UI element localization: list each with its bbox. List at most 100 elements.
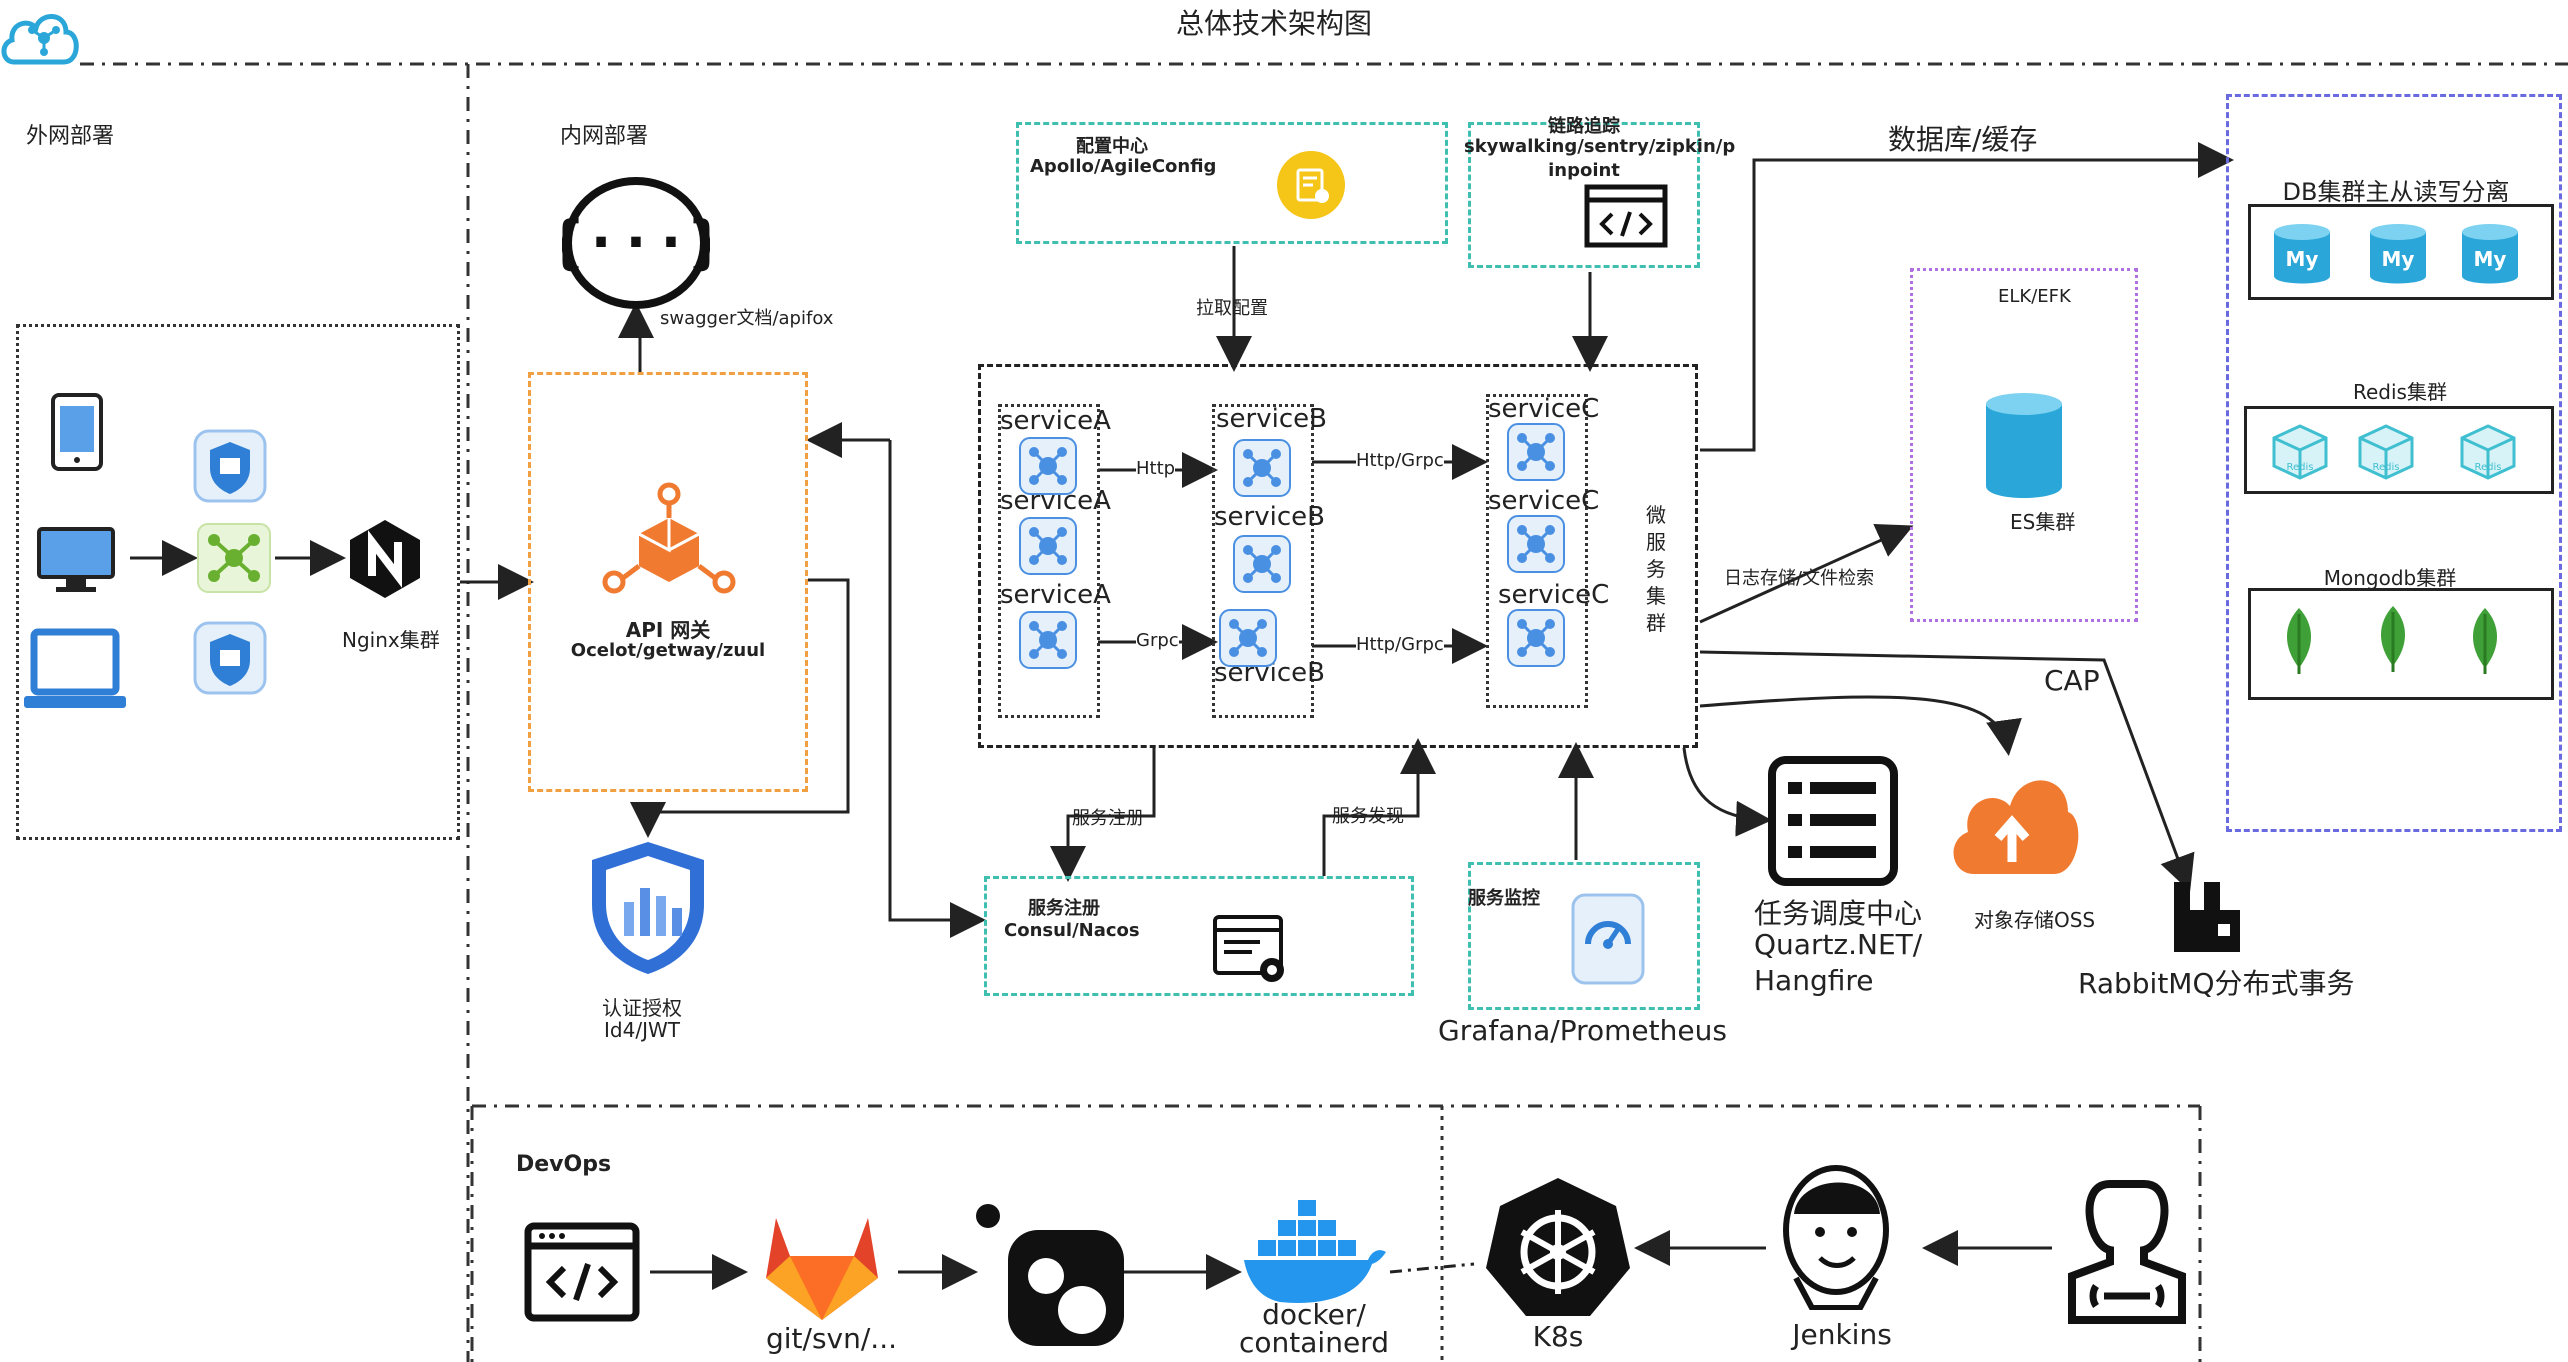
service-node-icon — [1507, 515, 1565, 573]
external-devices-frame — [16, 324, 460, 840]
rabbitmq-label: RabbitMQ分布式事务 — [2078, 967, 2355, 1000]
mongodb-leaf-icon — [2286, 608, 2312, 674]
config-pull-label: 拉取配置 — [1196, 298, 1268, 319]
microservice-cluster-label: 微服务集群 — [1646, 503, 1666, 635]
git-label: git/svn/... — [766, 1322, 898, 1355]
api-gateway-box[interactable] — [528, 372, 808, 792]
nginx-icon — [348, 518, 422, 604]
laptop-icon — [22, 628, 128, 716]
elk-box[interactable] — [1910, 268, 2138, 622]
link-bc-top-label: Http/Grpc — [1356, 450, 1444, 471]
service-node-icon — [1019, 437, 1077, 495]
api-gateway-icon — [602, 482, 736, 606]
microservice-cluster-box[interactable] — [978, 364, 1698, 748]
service-node-icon — [1233, 439, 1291, 497]
page-title: 总体技术架构图 — [1176, 7, 1373, 40]
tracing-subtitle2: inpoint — [1548, 160, 1620, 181]
tracing-title: 链路追踪 — [1548, 116, 1620, 137]
es-database-icon — [1984, 392, 2064, 502]
auth-subtitle: Id4/JWT — [604, 1018, 680, 1042]
developer-person-icon — [2062, 1172, 2192, 1328]
external-section-title: 外网部署 — [26, 124, 115, 149]
db-cluster-title: DB集群主从读写分离 — [2282, 178, 2510, 206]
service-node-icon — [1019, 517, 1077, 575]
mongodb-leaf-icon — [2380, 606, 2406, 672]
job-scheduler-line1: 任务调度中心 — [1754, 897, 1923, 930]
registry-box[interactable] — [984, 876, 1414, 996]
config-center-subtitle: Apollo/AgileConfig — [1030, 156, 1217, 177]
oss-cloud-upload-icon — [1944, 762, 2080, 886]
cloud-logo-icon — [0, 0, 82, 70]
mysql-badge-text: My — [2382, 247, 2415, 271]
es-cluster-label: ES集群 — [2010, 510, 2076, 534]
k8s-label: K8s — [1532, 1320, 1584, 1353]
devops-title: DevOps — [516, 1152, 612, 1177]
service-c-column — [1486, 394, 1588, 708]
service-a-label-3: serviceA — [1000, 580, 1111, 610]
monitor-title: 服务监控 — [1468, 888, 1540, 909]
link-bc-bottom-label: Http/Grpc — [1356, 634, 1444, 655]
monitor-caption: Grafana/Prometheus — [1438, 1014, 1727, 1047]
redis-badge-text: Redis — [2475, 462, 2502, 473]
mongo-cluster-title: Mongodb集群 — [2323, 566, 2457, 590]
code-window-icon — [1584, 184, 1668, 252]
docker-icon — [1240, 1198, 1390, 1312]
code-editor-icon — [524, 1222, 640, 1326]
service-node-icon — [1019, 611, 1077, 669]
registry-title: 服务注册 — [1028, 898, 1100, 919]
redis-icon: Redis — [2460, 424, 2516, 480]
mysql-icon: My — [2370, 224, 2426, 284]
svg-text:{···}: {···} — [562, 208, 710, 276]
gitlab-icon — [762, 1212, 882, 1328]
ci-bubble-icon — [972, 1200, 1128, 1354]
desktop-monitor-icon — [36, 526, 116, 600]
service-discovery-label: 服务发现 — [1332, 806, 1404, 827]
db-cache-header: 数据库/缓存 — [1888, 123, 2038, 156]
redis-cluster-title: Redis集群 — [2353, 380, 2447, 404]
tracing-box[interactable] — [1468, 122, 1700, 268]
internal-section-title: 内网部署 — [560, 124, 649, 149]
db-cluster-box[interactable] — [2248, 204, 2554, 300]
tablet-icon — [50, 392, 104, 476]
tracing-subtitle: skywalking/sentry/zipkin/p — [1464, 136, 1736, 157]
job-scheduler-icon — [1768, 756, 1898, 890]
service-node-icon — [1219, 609, 1277, 667]
nginx-label: Nginx集群 — [342, 628, 440, 652]
service-a-label-1: serviceA — [1000, 406, 1111, 436]
service-c-label-3: serviceC — [1498, 580, 1610, 610]
redis-badge-text: Redis — [2373, 462, 2400, 473]
service-c-label-1: serviceC — [1488, 394, 1600, 424]
mysql-icon: My — [2274, 224, 2330, 284]
registry-settings-icon — [1212, 914, 1292, 990]
network-hub-icon — [196, 522, 272, 598]
api-gateway-subtitle: Ocelot/getway/zuul — [570, 640, 766, 661]
service-b-label-1: serviceB — [1216, 404, 1327, 434]
log-storage-label: 日志存储/文件检索 — [1724, 568, 1875, 589]
mysql-badge-text: My — [2286, 247, 2319, 271]
docker-label-1: docker/ — [1262, 1298, 1366, 1331]
service-node-icon — [1507, 423, 1565, 481]
firewall-bottom-icon — [192, 620, 268, 700]
swagger-label: swagger文档/apifox — [660, 308, 834, 329]
service-a-column — [998, 404, 1100, 718]
link-http-label: Http — [1136, 458, 1176, 479]
config-center-box[interactable] — [1016, 122, 1448, 244]
service-b-label-2: serviceB — [1214, 502, 1325, 532]
redis-icon: Redis — [2358, 424, 2414, 480]
mongo-cluster-box[interactable] — [2248, 588, 2554, 700]
jenkins-label: Jenkins — [1792, 1318, 1892, 1351]
mysql-icon: My — [2462, 224, 2518, 284]
firewall-top-icon — [192, 428, 268, 508]
job-scheduler-line2: Quartz.NET/ — [1754, 928, 1923, 961]
redis-icon: Redis — [2272, 424, 2328, 480]
link-grpc-label: Grpc — [1136, 630, 1179, 651]
elk-title: ELK/EFK — [1998, 286, 2071, 307]
monitor-box[interactable] — [1468, 862, 1700, 1010]
db-cache-frame — [2226, 94, 2562, 832]
jenkins-icon — [1772, 1160, 1902, 1314]
config-center-title: 配置中心 — [1076, 136, 1148, 157]
redis-cluster-box[interactable] — [2244, 406, 2554, 494]
kubernetes-icon — [1486, 1174, 1630, 1324]
registry-subtitle: Consul/Nacos — [1004, 920, 1140, 941]
